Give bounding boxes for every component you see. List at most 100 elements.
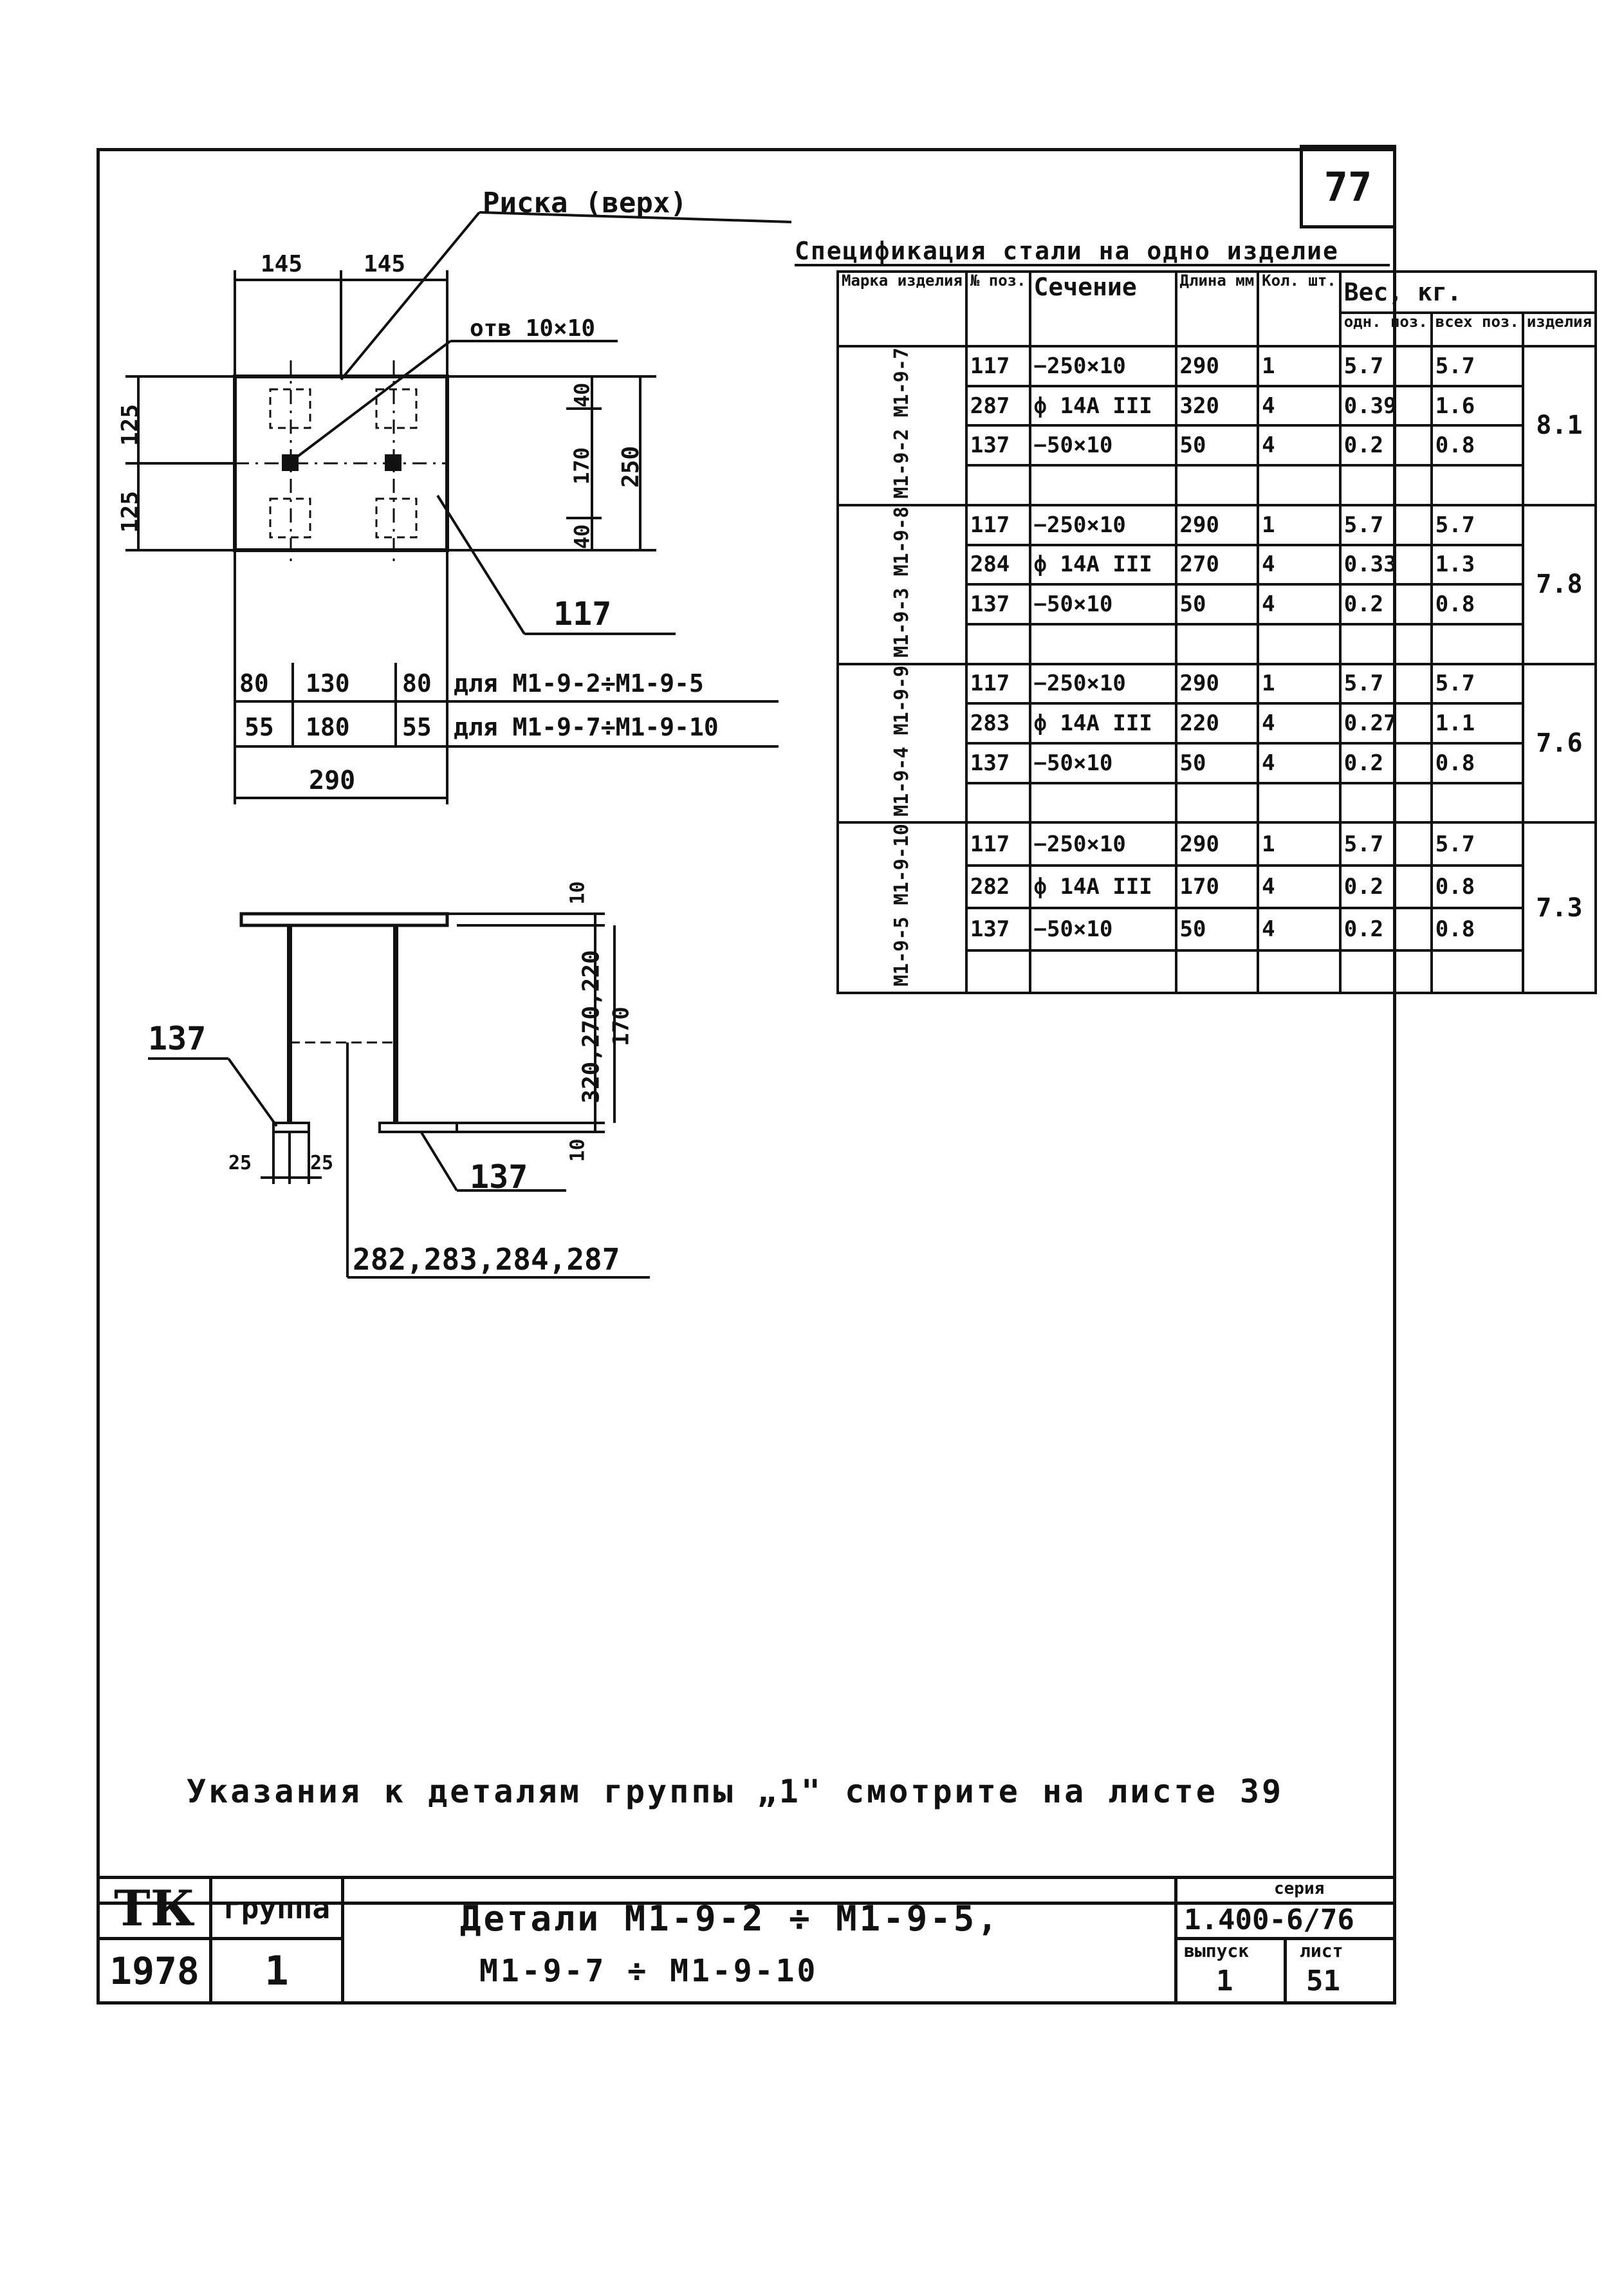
- cell-qty: 4: [1257, 742, 1342, 784]
- spec-row: М1-9-4 М1-9-9 117 −250×10 290 1 5.7 5.7 …: [836, 662, 1597, 824]
- issue-label: выпуск: [1184, 1940, 1250, 1961]
- sheet-number-box: 77: [1300, 145, 1396, 228]
- cell-section: ф 14А III: [1028, 384, 1177, 427]
- cell-section: −250×10: [1028, 821, 1177, 867]
- cell-w-item: 7.6: [1521, 662, 1597, 824]
- cell-w-one: 5.7: [1338, 662, 1433, 705]
- cell-w-all: 1.1: [1430, 702, 1524, 745]
- cell-length: 290: [1174, 503, 1260, 546]
- spec-subheader-row: одн. поз. всех поз. изделия: [838, 311, 1597, 347]
- group-mark: М1-9-4 М1-9-9: [836, 662, 968, 824]
- cell-pos: 137: [964, 424, 1031, 467]
- cell-w-all: 1.3: [1430, 543, 1524, 586]
- cell-w-one: 0.2: [1338, 864, 1433, 909]
- hdr-mark: Марка изделия: [836, 270, 968, 347]
- spec-row-empty: [838, 622, 1596, 665]
- cell-section: −50×10: [1028, 424, 1177, 467]
- cell-qty: 4: [1257, 543, 1342, 586]
- cell-w-all: 5.7: [1430, 345, 1524, 387]
- cell-qty: 1: [1257, 345, 1342, 387]
- cell-section: −50×10: [1028, 742, 1177, 784]
- side-left-pos: 137: [148, 1020, 207, 1057]
- group-mark: М1-9-3 М1-9-8: [836, 503, 968, 665]
- spec-row: 287 ф 14А III 320 4 0.39 1.6: [838, 384, 1596, 427]
- cell-w-one: 0.33: [1338, 543, 1433, 586]
- cell-length: 320: [1174, 384, 1260, 427]
- cell-w-item: 8.1: [1521, 345, 1597, 506]
- cell-qty: 4: [1257, 384, 1342, 427]
- spec-table: Марка изделия № поз. Сечение Длина мм Ко…: [836, 270, 1597, 995]
- spec-row: 137 −50×10 50 4 0.2 0.8: [838, 742, 1596, 784]
- plate-pos-label: 117: [553, 595, 612, 633]
- cell-qty: 4: [1257, 702, 1342, 745]
- cell-w-all: 5.7: [1430, 503, 1524, 546]
- cell-pos: 117: [964, 821, 1031, 867]
- cell-pos: 117: [964, 503, 1031, 546]
- cell-section: −50×10: [1028, 906, 1177, 952]
- cell-pos: 137: [964, 906, 1031, 952]
- top-dim-2: 145: [364, 251, 406, 277]
- cell-w-all: 0.8: [1430, 906, 1524, 952]
- cell-pos: 117: [964, 345, 1031, 387]
- series-value: 1.400-6/76: [1184, 1903, 1354, 1936]
- cell-w-all: 0.8: [1430, 424, 1524, 467]
- cell-length: 220: [1174, 702, 1260, 745]
- cell-w-one: 0.2: [1338, 583, 1433, 625]
- year-label: 1978: [109, 1949, 199, 1993]
- spec-row-empty: [838, 949, 1596, 995]
- cell-section: ф 14А III: [1028, 543, 1177, 586]
- bottom-row2-note: для М1-9-7÷М1-9-10: [454, 713, 719, 741]
- cell-pos: 137: [964, 742, 1031, 784]
- cell-pos: 283: [964, 702, 1031, 745]
- bar-positions-label: 282,283,284,287: [353, 1242, 620, 1277]
- cell-w-one: 0.27: [1338, 702, 1433, 745]
- series-cell: серия 1.400-6/76: [1174, 1876, 1396, 1940]
- cell-section: ф 14А III: [1028, 864, 1177, 909]
- top-dim-1: 145: [261, 251, 303, 277]
- cell-w-item: 7.8: [1521, 503, 1597, 665]
- cell-w-all: 1.6: [1430, 384, 1524, 427]
- cell-w-all: 0.8: [1430, 742, 1524, 784]
- cell-pos: 137: [964, 583, 1031, 625]
- hdr-qty: Кол. шт.: [1257, 270, 1342, 347]
- org-label: ТК: [114, 1879, 195, 1937]
- bottom-total: 290: [309, 766, 356, 795]
- spec-row: М1-9-3 М1-9-8 117 −250×10 290 1 5.7 5.7 …: [836, 503, 1597, 665]
- group-value: 1: [264, 1947, 289, 1994]
- hdr-w-all: всех поз.: [1430, 311, 1524, 347]
- cell-length: 290: [1174, 662, 1260, 705]
- cell-length: 50: [1174, 424, 1260, 467]
- bottom-row2-dim-2: 180: [306, 713, 350, 741]
- cell-w-all: 0.8: [1430, 864, 1524, 909]
- spec-header-row: Марка изделия № поз. Сечение Длина мм Ко…: [836, 270, 1597, 347]
- cell-length: 290: [1174, 821, 1260, 867]
- hdr-weight: Вес, кг.: [1338, 270, 1597, 314]
- group-value-cell: 1: [209, 1937, 344, 2005]
- cell-length: 50: [1174, 583, 1260, 625]
- cell-w-one: 0.39: [1338, 384, 1433, 427]
- cell-qty: 1: [1257, 662, 1342, 705]
- title-block: ТК 1978 группа 1 Детали М1-9-2 ÷ М1-9-5,…: [97, 1876, 1396, 2005]
- spec-row: М1-9-2 М1-9-7 117 −250×10 290 1 5.7 5.7 …: [836, 345, 1597, 506]
- cell-qty: 1: [1257, 503, 1342, 546]
- bottom-row1-dim-3: 80: [402, 669, 432, 698]
- cell-w-one: 5.7: [1338, 345, 1433, 387]
- cell-pos: 287: [964, 384, 1031, 427]
- group-mark: М1-9-2 М1-9-7: [836, 345, 968, 506]
- spec-row: 137 −50×10 50 4 0.2 0.8: [838, 424, 1596, 467]
- spec-row: 284 ф 14А III 270 4 0.33 1.3: [838, 543, 1596, 586]
- year-cell: 1978: [97, 1937, 212, 2005]
- hdr-section: Сечение: [1028, 270, 1177, 347]
- cell-qty: 4: [1257, 583, 1342, 625]
- cell-section: ф 14А III: [1028, 702, 1177, 745]
- cell-w-all: 0.8: [1430, 583, 1524, 625]
- title-line-1: Детали М1-9-2 ÷ М1-9-5,: [460, 1898, 1001, 1939]
- issue-cell: выпуск 1: [1174, 1937, 1287, 2005]
- series-label: серия: [1274, 1879, 1325, 1898]
- hdr-pos: № поз.: [964, 270, 1031, 347]
- cell-pos: 117: [964, 662, 1031, 705]
- cell-pos: 284: [964, 543, 1031, 586]
- group-mark: М1-9-5 М1-9-10: [836, 821, 968, 995]
